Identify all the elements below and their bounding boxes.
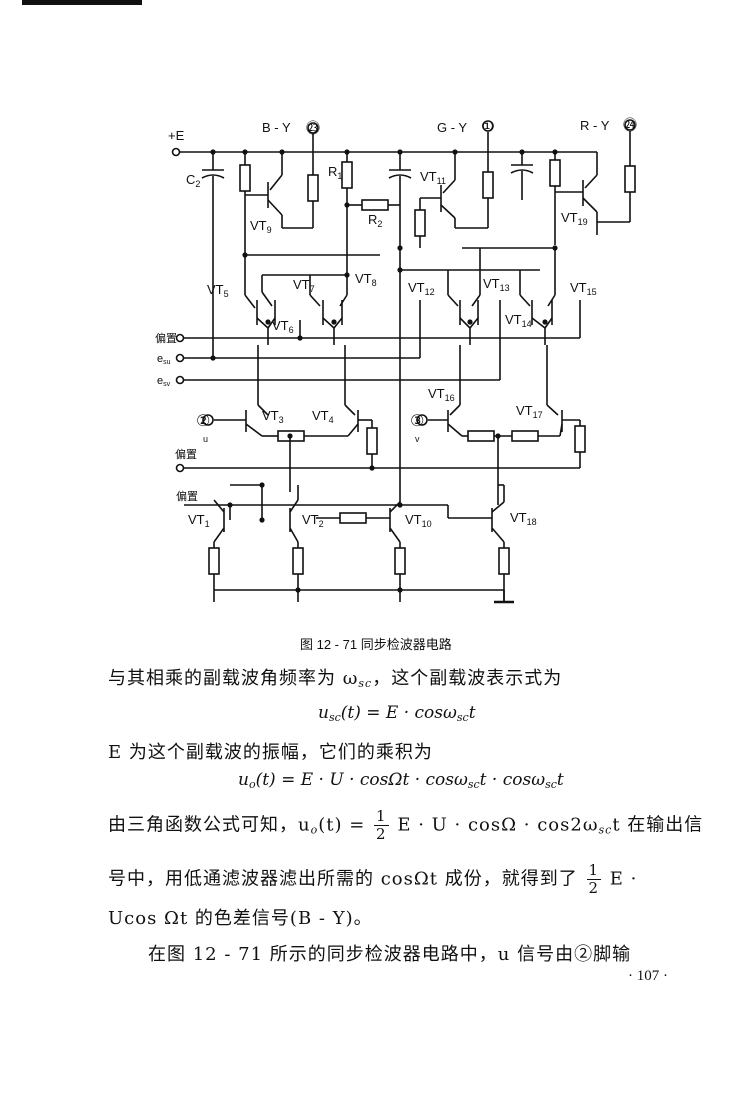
label-vt1: VT1 [188,512,210,529]
label-vt17: VT17 [516,403,543,420]
label-r1: R1 [328,164,342,181]
label-vt2: VT2 [302,512,324,529]
label-pin23: ㉓ [306,120,320,136]
label-vt19: VT19 [561,210,588,227]
label-c2: C2 [186,172,200,189]
label-r2: R2 [368,212,382,229]
label-pin1: ① [481,118,494,134]
label-vt9: VT9 [250,218,272,235]
label-vt12: VT12 [408,280,435,297]
page-number: · 107 · [628,968,668,984]
label-g-y: G - Y [437,120,467,135]
label-vt11: VT11 [420,169,446,186]
label-vt14: VT14 [505,312,532,329]
label-bias-3: 偏置 [176,489,198,503]
paragraph-5: Ucos Ωt 的色差信号(B - Y)。 [108,908,373,929]
label-vt16: VT16 [428,386,455,403]
top-border-bar [22,0,142,5]
label-vt6: VT6 [272,318,294,335]
label-e-sv: esv [157,375,171,388]
label-vt8: VT8 [355,271,377,288]
label-pin2: ② [196,413,210,430]
label-e-su: esu [157,353,171,366]
label-vt4: VT4 [312,408,334,425]
label-vt15: VT15 [570,280,597,297]
equation-2: uo(t) = E · U · cosΩt · cosωsct · cosωsc… [238,770,564,791]
label-pin24: ㉔ [623,117,637,133]
figure-caption: 图 12 - 71 同步检波器电路 [300,637,452,652]
paragraph-2: E 为这个副载波的振幅，它们的乘积为 [108,742,433,763]
circuit-diagram: +E B - Y ㉓ G - Y ① R - Y ㉔ C2 R1 R2 偏置 e… [155,117,637,604]
equation-1: usc(t) = E · cosωsct [318,703,476,724]
label-vt7: VT7 [293,277,315,294]
paragraph-1: 与其相乘的副载波角频率为 ωsc，这个副载波表示式为 [108,668,563,690]
label-vt13: VT13 [483,276,510,293]
label-r-y: R - Y [580,118,610,133]
label-u: u [203,434,208,444]
label-bias-2: 偏置 [175,447,197,461]
paragraph-6: 在图 12 - 71 所示的同步检波器电路中，u 信号由②脚输 [148,944,632,965]
label-bias-1: 偏置 [155,331,177,345]
label-b-y: B - Y [262,120,291,135]
label-plus-e: +E [168,128,185,143]
label-v: v [415,434,420,444]
label-vt3: VT3 [262,408,284,425]
label-vt18: VT18 [510,510,537,527]
label-vt5: VT5 [207,282,229,299]
label-pin3: ③ [410,413,424,430]
label-vt10: VT10 [405,512,432,529]
